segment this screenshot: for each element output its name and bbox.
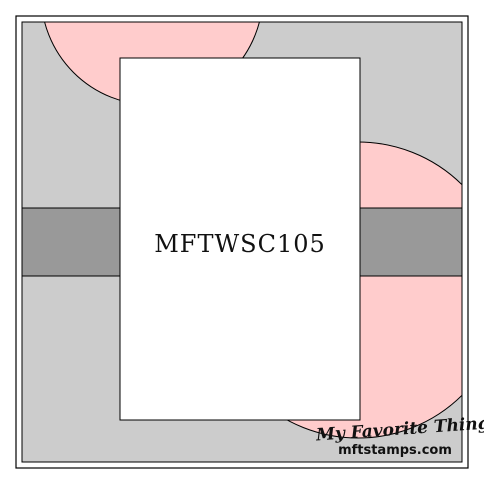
brand-logo: My Favorite Things mftstamps.com	[315, 413, 484, 474]
brand-url: mftstamps.com	[338, 443, 452, 458]
inner-frame	[21, 21, 463, 463]
center-card	[119, 57, 361, 421]
sketch-code: MFTWSC105	[154, 230, 326, 258]
